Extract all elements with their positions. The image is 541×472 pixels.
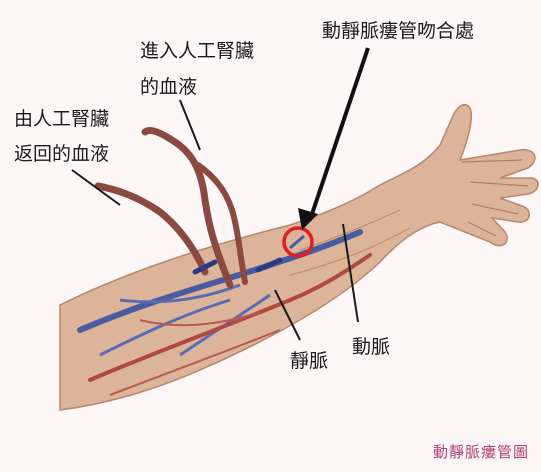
label-artery: 動脈	[352, 336, 390, 359]
label-return-line2: 返回的血液	[14, 143, 109, 166]
label-return-line1: 由人工腎臟	[14, 108, 109, 131]
label-into-machine-line2: 的血液	[140, 76, 197, 99]
label-into-machine-line1: 進入人工腎臟	[140, 40, 254, 63]
diagram-caption: 動靜脈瘻管圖	[433, 441, 529, 462]
label-vein: 靜脈	[290, 350, 328, 373]
label-fistula: 動靜脈瘻管吻合處	[322, 20, 474, 43]
